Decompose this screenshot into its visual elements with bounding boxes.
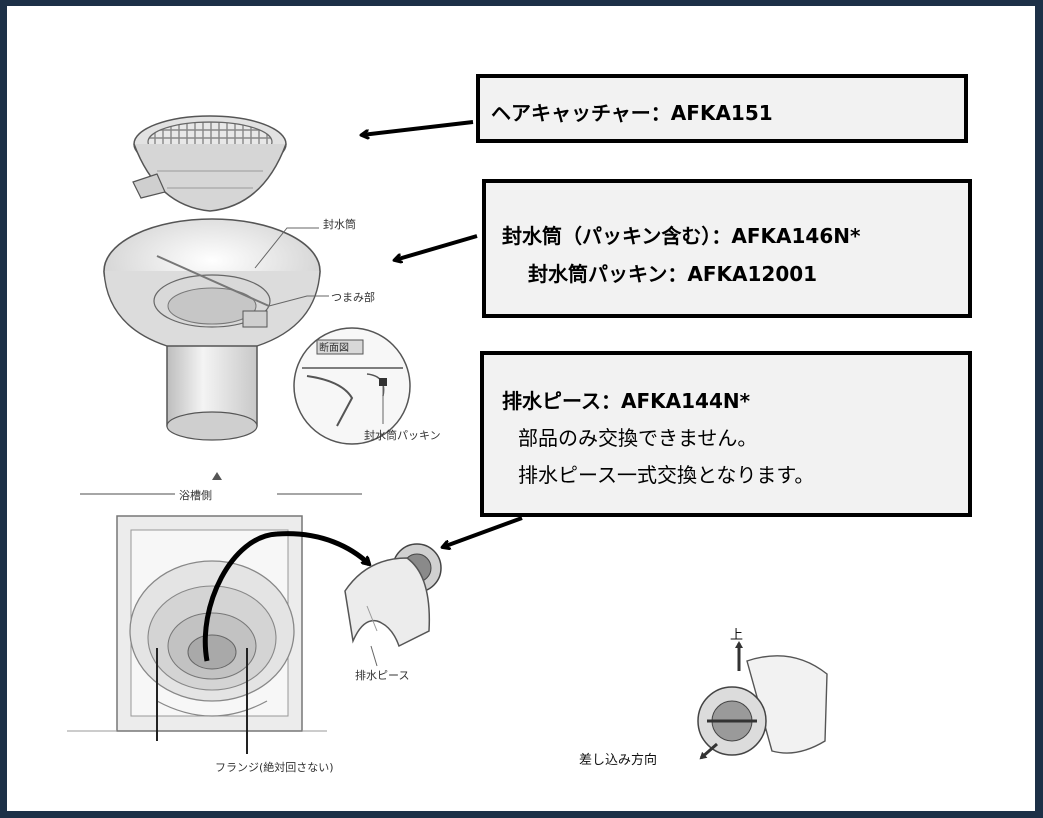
label-flange: フランジ(絶対回さない) xyxy=(215,761,334,774)
label-knob: つまみ部 xyxy=(331,291,375,304)
label-tub-side: 浴槽側 xyxy=(179,489,212,502)
hair-catcher-part-number: ヘアキャッチャー：AFKA151 xyxy=(491,101,773,125)
drain-piece-note-1: 部品のみ交換できません。 xyxy=(518,426,758,450)
drain-assembly-illustration xyxy=(67,472,369,754)
label-cross-section: 断面図 xyxy=(319,343,349,354)
hair-catcher-arrow xyxy=(362,120,474,135)
label-seal-packing: 封水筒パッキン xyxy=(364,429,441,442)
label-up: 上 xyxy=(730,628,744,643)
seal-tube-illustration xyxy=(103,218,329,441)
parts-illustration xyxy=(67,115,828,760)
seal-tube-arrow xyxy=(395,234,478,260)
drain-piece-callout: 排水ピース：AFKA144N* 部品のみ交換できません。 排水ピース一式交換とな… xyxy=(480,351,972,517)
drain-piece-arrow xyxy=(443,516,523,547)
callout-arrows xyxy=(362,120,523,547)
hair-catcher-illustration xyxy=(132,115,287,212)
hair-catcher-callout: ヘアキャッチャー：AFKA151 xyxy=(476,74,968,143)
diagram-frame: ヘアキャッチャー：AFKA151 封水筒（パッキン含む）：AFKA146N* 封… xyxy=(7,6,1035,811)
label-seal-tube: 封水筒 xyxy=(323,218,356,231)
label-insert-direction: 差し込み方向 xyxy=(579,753,658,768)
label-drain-piece: 排水ピース xyxy=(355,669,410,682)
drain-piece-part-number: 排水ピース：AFKA144N* xyxy=(502,389,751,413)
drain-piece-illustration xyxy=(344,543,442,667)
seal-tube-callout: 封水筒（パッキン含む）：AFKA146N* 封水筒パッキン：AFKA12001 xyxy=(482,179,972,318)
insert-direction-illustration xyxy=(697,641,828,760)
cross-section-inset xyxy=(293,327,411,445)
drain-piece-note-2: 排水ピース一式交換となります。 xyxy=(518,463,815,487)
seal-packing-part-number: 封水筒パッキン：AFKA12001 xyxy=(528,262,818,286)
seal-tube-part-number: 封水筒（パッキン含む）：AFKA146N* xyxy=(502,224,861,248)
